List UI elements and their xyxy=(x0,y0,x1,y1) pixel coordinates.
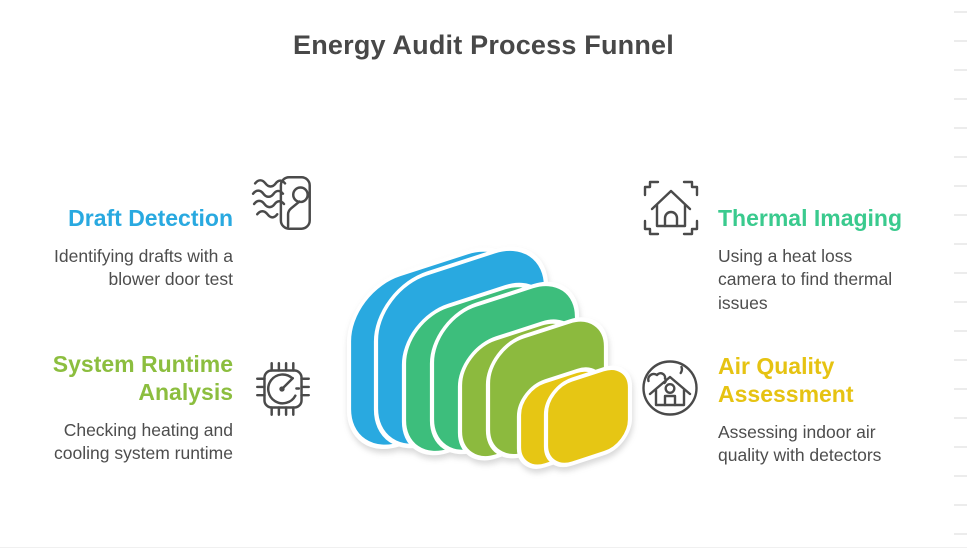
step-title: Draft Detection xyxy=(68,205,233,231)
right-edge-ticks xyxy=(954,11,967,551)
funnel-graphic xyxy=(346,246,633,469)
step-thermal-imaging: Thermal Imaging Using a heat loss camera… xyxy=(718,204,910,315)
step-system-runtime-analysis: System Runtime Analysis Checking heating… xyxy=(18,350,233,466)
step-air-quality-assessment: Air Quality Assessment Assessing indoor … xyxy=(718,352,914,468)
funnel-layer-front xyxy=(543,365,633,468)
step-description: Assessing indoor air quality with detect… xyxy=(718,422,882,466)
house-scan-frame-icon xyxy=(637,174,705,242)
bottom-divider xyxy=(0,547,967,548)
step-title: Air Quality Assessment xyxy=(718,353,854,408)
step-description: Using a heat loss camera to find thermal… xyxy=(718,246,893,313)
step-description: Checking heating and cooling system runt… xyxy=(54,420,233,464)
step-title: System Runtime Analysis xyxy=(52,351,233,406)
page-title: Energy Audit Process Funnel xyxy=(293,30,674,60)
chip-gauge-icon xyxy=(248,354,318,424)
step-title: Thermal Imaging xyxy=(718,205,903,231)
blower-door-wind-icon xyxy=(250,168,320,240)
step-description: Identifying drafts with a blower door te… xyxy=(54,246,233,290)
house-air-circle-icon xyxy=(636,354,704,422)
funnel-layer-air-quality xyxy=(516,365,633,469)
step-draft-detection: Draft Detection Identifying drafts with … xyxy=(18,204,233,292)
